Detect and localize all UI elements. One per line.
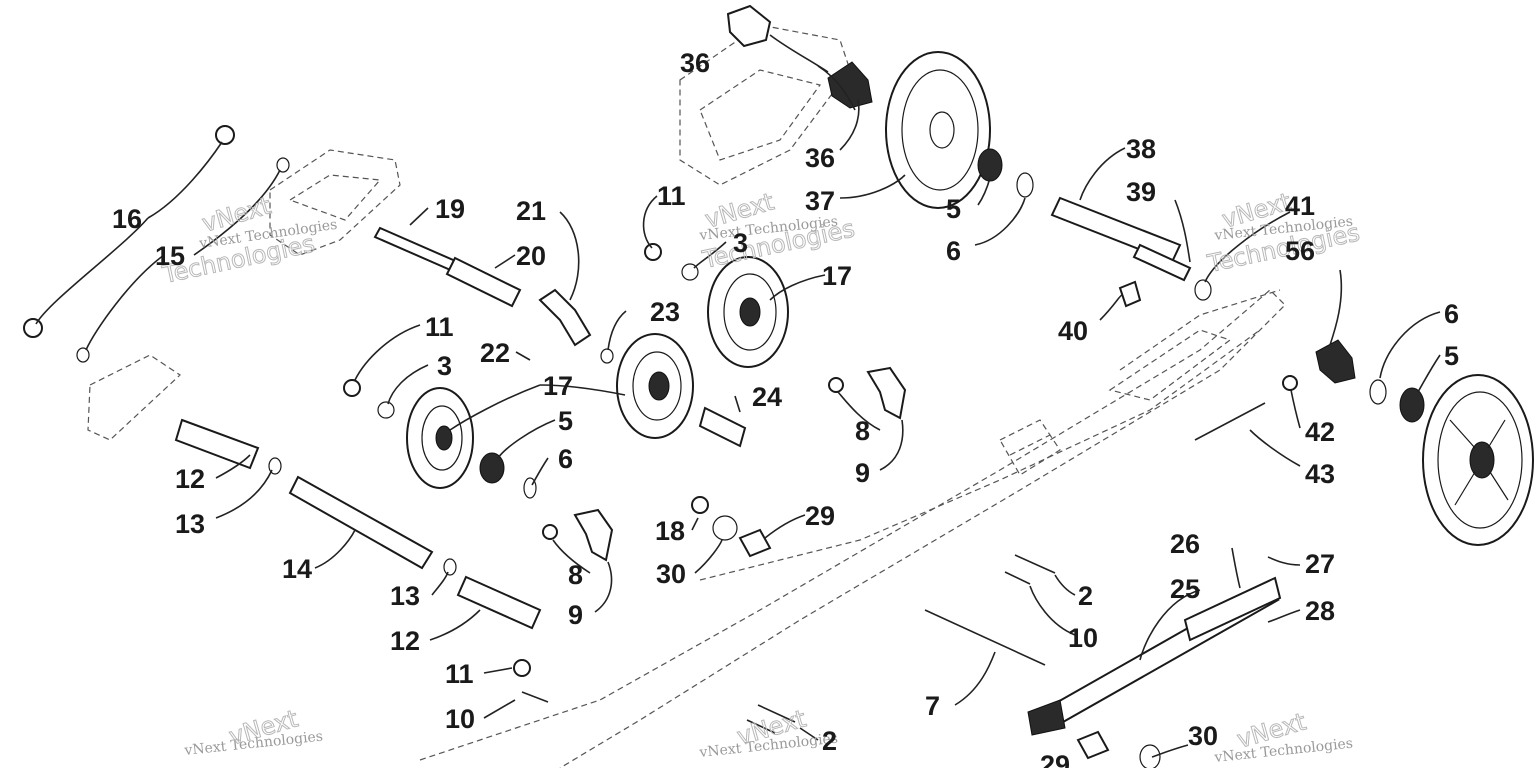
callout-5: 5 [946,194,961,224]
callout-39: 39 [1126,177,1156,207]
callout-9: 9 [855,458,870,488]
callout-2: 2 [1078,581,1093,611]
small-hardware [23,4,1425,768]
frame-rails [87,24,1286,768]
callout-41: 41 [1285,191,1315,221]
callout-15: 15 [155,241,185,271]
callout-29: 29 [1040,750,1070,768]
callout-12: 12 [390,626,420,656]
callout-6: 6 [1444,299,1459,329]
callout-13: 13 [175,509,205,539]
callout-27: 27 [1305,549,1335,579]
callout-25: 25 [1170,574,1200,604]
callout-36: 36 [680,48,710,78]
callout-8: 8 [568,560,583,590]
callout-8: 8 [855,416,870,446]
slide-bar [1027,576,1282,736]
callout-12: 12 [175,464,205,494]
callout-21: 21 [516,196,546,226]
callout-13: 13 [390,581,420,611]
callout-28: 28 [1305,596,1335,626]
callout-5: 5 [558,406,573,436]
callout-42: 42 [1305,417,1335,447]
callout-11: 11 [445,659,474,689]
callout-30: 30 [1188,721,1218,751]
callout-11: 11 [657,181,686,211]
callout-3: 3 [437,351,452,381]
callout-24: 24 [752,382,782,412]
callout-36: 36 [805,143,835,173]
watermarks: vNext Technologies vNext Technologies vN… [159,187,1363,766]
callout-14: 14 [282,554,312,584]
callout-6: 6 [558,444,573,474]
callout-23: 23 [650,297,680,327]
leader-lines [35,34,1441,758]
callout-38: 38 [1126,134,1156,164]
callout-20: 20 [516,241,546,271]
callout-56: 56 [1285,236,1315,266]
callout-11: 11 [425,312,454,342]
callout-19: 19 [435,194,465,224]
callout-26: 26 [1170,529,1200,559]
callout-30: 30 [656,559,686,589]
callout-5: 5 [1444,341,1459,371]
callout-6: 6 [946,236,961,266]
callout-9: 9 [568,600,583,630]
callout-3: 3 [733,228,748,258]
shafts [174,196,1266,734]
callout-40: 40 [1058,316,1088,346]
callout-43: 43 [1305,459,1335,489]
callout-10: 10 [1068,623,1098,653]
callout-18: 18 [655,516,685,546]
callout-2: 2 [822,726,837,756]
part-callouts: 36 36 37 38 39 5 6 41 56 40 6 5 42 43 16… [112,48,1459,768]
callout-7: 7 [925,691,940,721]
callout-29: 29 [805,501,835,531]
callout-22: 22 [480,338,510,368]
callout-10: 10 [445,704,475,734]
idler-wheels [406,51,1534,546]
callout-16: 16 [112,204,142,234]
callout-37: 37 [805,186,835,216]
callout-17: 17 [543,371,573,401]
callout-17: 17 [822,261,852,291]
